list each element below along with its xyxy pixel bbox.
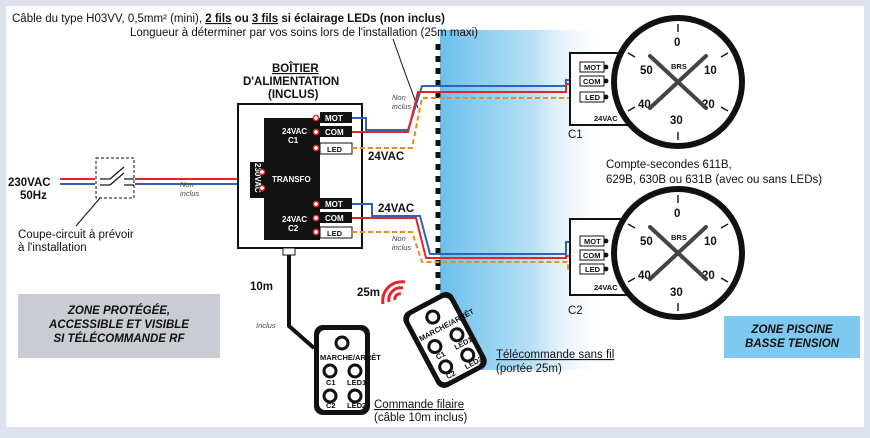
input-terminal-screw xyxy=(258,168,266,176)
svg-text:LED: LED xyxy=(585,265,601,274)
box-title-3: (INCLUS) xyxy=(268,89,319,101)
svg-text:BRS: BRS xyxy=(671,233,687,242)
clock-description-2: 629B, 630B ou 631B (avec ou sans LEDs) xyxy=(606,174,822,186)
signal-waves-icon xyxy=(381,280,406,305)
svg-text:50: 50 xyxy=(640,65,653,77)
svg-text:0: 0 xyxy=(674,37,680,49)
svg-text:10: 10 xyxy=(704,65,717,77)
svg-text:24VAC: 24VAC xyxy=(594,114,618,123)
c2-output-terminals: MOT COM LED xyxy=(312,198,353,239)
protected-zone-2: ACCESSIBLE ET VISIBLE xyxy=(48,319,189,331)
svg-text:LED: LED xyxy=(327,145,343,154)
pool-zone-1: ZONE PISCINE xyxy=(750,324,832,336)
c1-non-inclus-1: Non xyxy=(392,93,406,102)
header-pointer xyxy=(392,38,419,109)
pool-zone-2: BASSE TENSION xyxy=(745,338,840,350)
svg-text:LED: LED xyxy=(327,229,343,238)
svg-text:COM: COM xyxy=(583,251,601,260)
mains-voltage: 230VAC xyxy=(8,177,51,189)
transfo-c1-label-1: 24VAC xyxy=(282,127,307,136)
svg-text:LED2: LED2 xyxy=(347,401,366,410)
svg-text:COM: COM xyxy=(325,214,344,223)
cable-spec-line-1: Câble du type H03VV, 0,5mm² (mini), 2 fi… xyxy=(12,13,445,25)
c1-output-terminals: MOT COM LED xyxy=(312,112,353,155)
clock-description-1: Compte-secondes 611B, xyxy=(606,159,732,171)
svg-text:MOT: MOT xyxy=(584,63,601,72)
svg-text:40: 40 xyxy=(638,99,651,111)
wired-caption-1: Commande filaire xyxy=(374,399,464,411)
clock-c2: MOT COM LED 24VAC C2 0 10 20 30 40 50 BR… xyxy=(568,186,745,320)
svg-text:MARCHE/ARRÊT: MARCHE/ARRÊT xyxy=(320,353,381,362)
svg-text:C2: C2 xyxy=(326,401,336,410)
transfo-c2-label-1: 24VAC xyxy=(282,215,307,224)
svg-text:40: 40 xyxy=(638,270,651,282)
protected-zone-1: ZONE PROTÉGÉE, xyxy=(67,304,170,317)
pool-zone-box xyxy=(724,316,860,358)
clock-c2-label: C2 xyxy=(568,305,583,317)
wired-inclus: Inclus xyxy=(256,321,276,330)
clock-c1-label: C1 xyxy=(568,129,583,141)
svg-text:30: 30 xyxy=(670,115,683,127)
breaker-label-1: Coupe-circuit à prévoir xyxy=(18,229,134,241)
transfo-c2-label-2: C2 xyxy=(288,224,299,233)
input-terminal-screw xyxy=(258,184,266,192)
input-terminal-label: 230VAC xyxy=(253,163,262,193)
svg-text:LED: LED xyxy=(585,93,601,102)
breaker-label-2: à l'installation xyxy=(18,242,87,254)
c2-non-inclus-2: inclus xyxy=(392,243,411,252)
wired-remote: MARCHE/ARRÊT C1 LED1 C2 LED2 xyxy=(314,325,381,415)
svg-text:COM: COM xyxy=(325,128,344,137)
transfo-c1-label-2: C1 xyxy=(288,136,299,145)
svg-text:MOT: MOT xyxy=(325,200,343,209)
mains-not-included-1: Non xyxy=(180,180,194,189)
c2-output-wires xyxy=(352,203,580,271)
breaker-pointer xyxy=(75,197,101,227)
svg-text:24VAC: 24VAC xyxy=(594,283,618,292)
svg-text:LED1: LED1 xyxy=(347,378,366,387)
wired-caption-2: (câble 10m inclus) xyxy=(374,412,467,424)
dial-ticks xyxy=(627,24,729,140)
svg-text:50: 50 xyxy=(640,236,653,248)
circuit-breaker xyxy=(95,157,135,199)
wireless-caption-2: (portée 25m) xyxy=(496,363,562,375)
dial-ticks xyxy=(627,195,729,311)
svg-text:COM: COM xyxy=(583,77,601,86)
mains-not-included-2: inclus xyxy=(180,189,199,198)
c2-voltage-label: 24VAC xyxy=(378,203,414,215)
transfo-label: TRANSFO xyxy=(272,175,311,184)
wired-distance: 10m xyxy=(250,281,273,293)
box-title-1: BOÎTIER xyxy=(272,62,319,75)
svg-text:0: 0 xyxy=(674,208,680,220)
c1-non-inclus-2: inclus xyxy=(392,102,411,111)
svg-text:C1: C1 xyxy=(326,378,336,387)
svg-text:MOT: MOT xyxy=(584,237,601,246)
wireless-caption-1: Télécommande sans fil xyxy=(496,349,614,361)
c2-non-inclus-1: Non xyxy=(392,234,406,243)
svg-text:BRS: BRS xyxy=(671,62,687,71)
protected-zone-3: SI TÉLÉCOMMANDE RF xyxy=(54,332,186,345)
box-title-2: D'ALIMENTATION xyxy=(243,76,339,88)
wireless-remote: MARCHE/ARRÊT C1 LED1 C2 LED2 xyxy=(403,292,487,388)
protected-zone-box xyxy=(18,294,220,358)
clock-c1: MOT COM LED 24VAC C1 0 10 20 30 40 50 BR… xyxy=(568,15,745,149)
c1-voltage-label: 24VAC xyxy=(368,151,404,163)
svg-text:C1: C1 xyxy=(434,349,447,361)
wired-remote-cable xyxy=(282,247,316,350)
svg-text:C2: C2 xyxy=(444,369,457,381)
svg-text:30: 30 xyxy=(670,287,683,299)
mains-frequency: 50Hz xyxy=(20,190,47,202)
transformer-block xyxy=(264,118,320,240)
cable-spec-line-2: Longueur à déterminer par vos soins lors… xyxy=(130,27,478,39)
wireless-distance: 25m xyxy=(357,287,380,299)
svg-text:10: 10 xyxy=(704,236,717,248)
svg-text:MOT: MOT xyxy=(325,114,343,123)
